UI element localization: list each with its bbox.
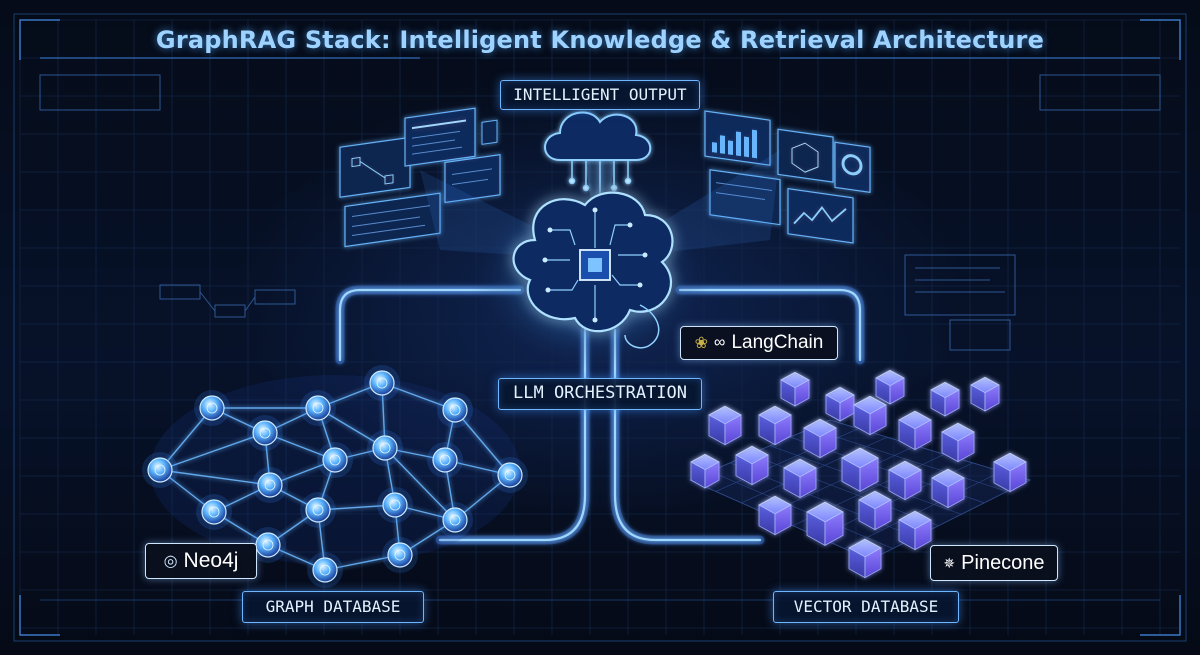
intelligent-output-text: INTELLIGENT OUTPUT [513,85,687,104]
graph-edge [159,432,266,471]
graph-node [307,552,343,588]
graph-edge [384,447,456,521]
graph-node [377,487,413,523]
vector-cube [858,490,892,531]
vector-cube [690,453,720,489]
graph-edge [159,469,271,486]
vector-cube [708,405,742,446]
neo4j-text: Neo4j [183,549,239,572]
graph-edge [381,382,456,411]
pinecone-text: Pinecone [961,551,1045,574]
graph-node [382,537,418,573]
chain-link-icon: ∞ [714,334,726,351]
knowledge-graph-icon [142,365,528,588]
graph-node [367,430,403,466]
vector-database-label: VECTOR DATABASE [773,591,959,623]
pinecone-badge: ✵ Pinecone [930,545,1058,581]
page-title: GraphRAG Stack: Intelligent Knowledge & … [155,26,1045,54]
graph-node [252,467,288,503]
graph-node [437,392,473,428]
graph-node [300,390,336,426]
vector-cube [930,381,960,417]
langchain-badge: ❀ ∞ LangChain [680,326,838,360]
cpu-chip-icon [579,249,611,281]
llm-orchestration-text: LLM ORCHESTRATION [513,383,687,403]
vector-cube [853,395,887,436]
vector-cube [780,371,810,407]
vector-cube [993,452,1027,493]
vector-cube [875,369,905,405]
graph-node [492,457,528,493]
graph-node [250,527,286,563]
vector-cube [931,468,965,509]
graph-database-label: GRAPH DATABASE [242,591,424,623]
dashboard-panel-icon [339,107,871,248]
intelligent-output-label: INTELLIGENT OUTPUT [500,80,700,110]
graph-edge [159,407,213,471]
vector-cube [888,460,922,501]
graph-node [194,390,230,426]
graph-database-text: GRAPH DATABASE [265,597,401,616]
neo4j-badge: ◎ Neo4j [145,543,257,579]
vector-cube [841,447,879,492]
pinecone-logo-icon: ✵ [943,554,956,571]
vector-cube [758,495,792,536]
vector-cube [970,376,1000,412]
graph-edge [317,504,396,511]
vector-cubes-icon [688,369,1032,579]
vector-cube [758,405,792,446]
langchain-text: LangChain [731,332,824,353]
graph-node [437,502,473,538]
vector-cube [898,510,932,551]
graph-node [142,452,178,488]
vector-cube [898,410,932,451]
vector-database-text: VECTOR DATABASE [793,597,939,616]
graph-node [317,442,353,478]
vector-cube [783,458,817,499]
vector-cube [848,538,882,579]
graph-edge [317,407,386,449]
graph-node [196,494,232,530]
vector-cube [941,422,975,463]
vector-cube [803,418,837,459]
graph-node [247,415,283,451]
graph-node [427,442,463,478]
vector-cube [825,386,855,422]
graph-edge [454,409,511,476]
outer-frame [13,13,1187,642]
llm-orchestration-label: LLM ORCHESTRATION [498,378,702,410]
brain-circuit-icon [470,180,710,370]
graph-edge [324,554,401,571]
vector-cube [806,501,844,546]
side-schematics [39,74,1161,351]
graph-node [364,365,400,401]
parrot-icon: ❀ [694,335,709,352]
vector-cube [735,445,769,486]
neo4j-logo-icon: ◎ [163,553,178,570]
connection-pipes [335,200,865,545]
graph-node [300,492,336,528]
